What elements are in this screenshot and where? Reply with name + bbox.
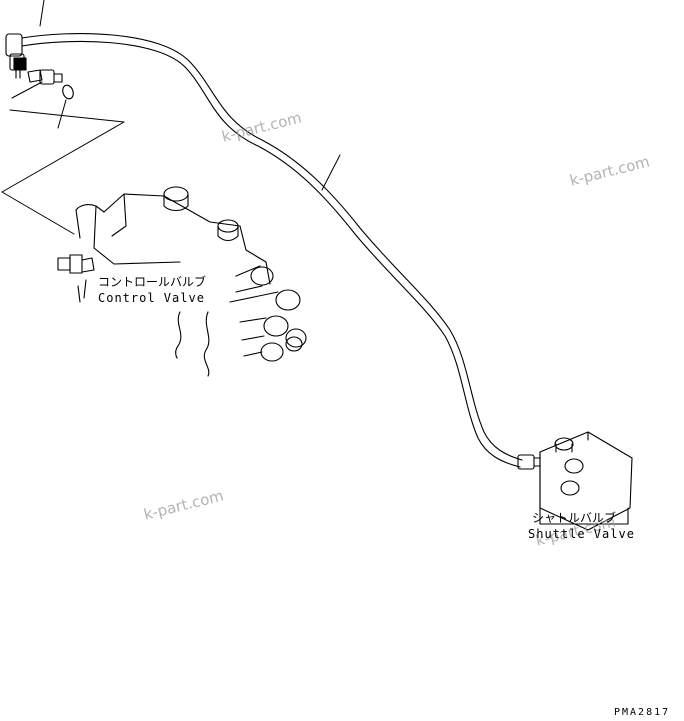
control-valve	[57, 186, 307, 377]
shuttle-valve-label-jp: シャトルバルブ	[532, 511, 617, 525]
drawing-code: PMA2817	[614, 707, 671, 718]
shuttle-valve	[517, 431, 633, 531]
control-valve-label-jp: コントロールバルブ	[98, 275, 207, 289]
hydraulic-hose	[21, 33, 523, 461]
shuttle-valve-label-en: Shuttle Valve	[528, 527, 635, 541]
hydraulic-hose-inner	[21, 40, 521, 468]
o-ring	[62, 84, 74, 100]
leader-lines	[1, 0, 341, 235]
adapter-fitting	[27, 69, 63, 85]
hose-end-fitting	[5, 33, 27, 79]
control-valve-label-en: Control Valve	[98, 291, 205, 305]
